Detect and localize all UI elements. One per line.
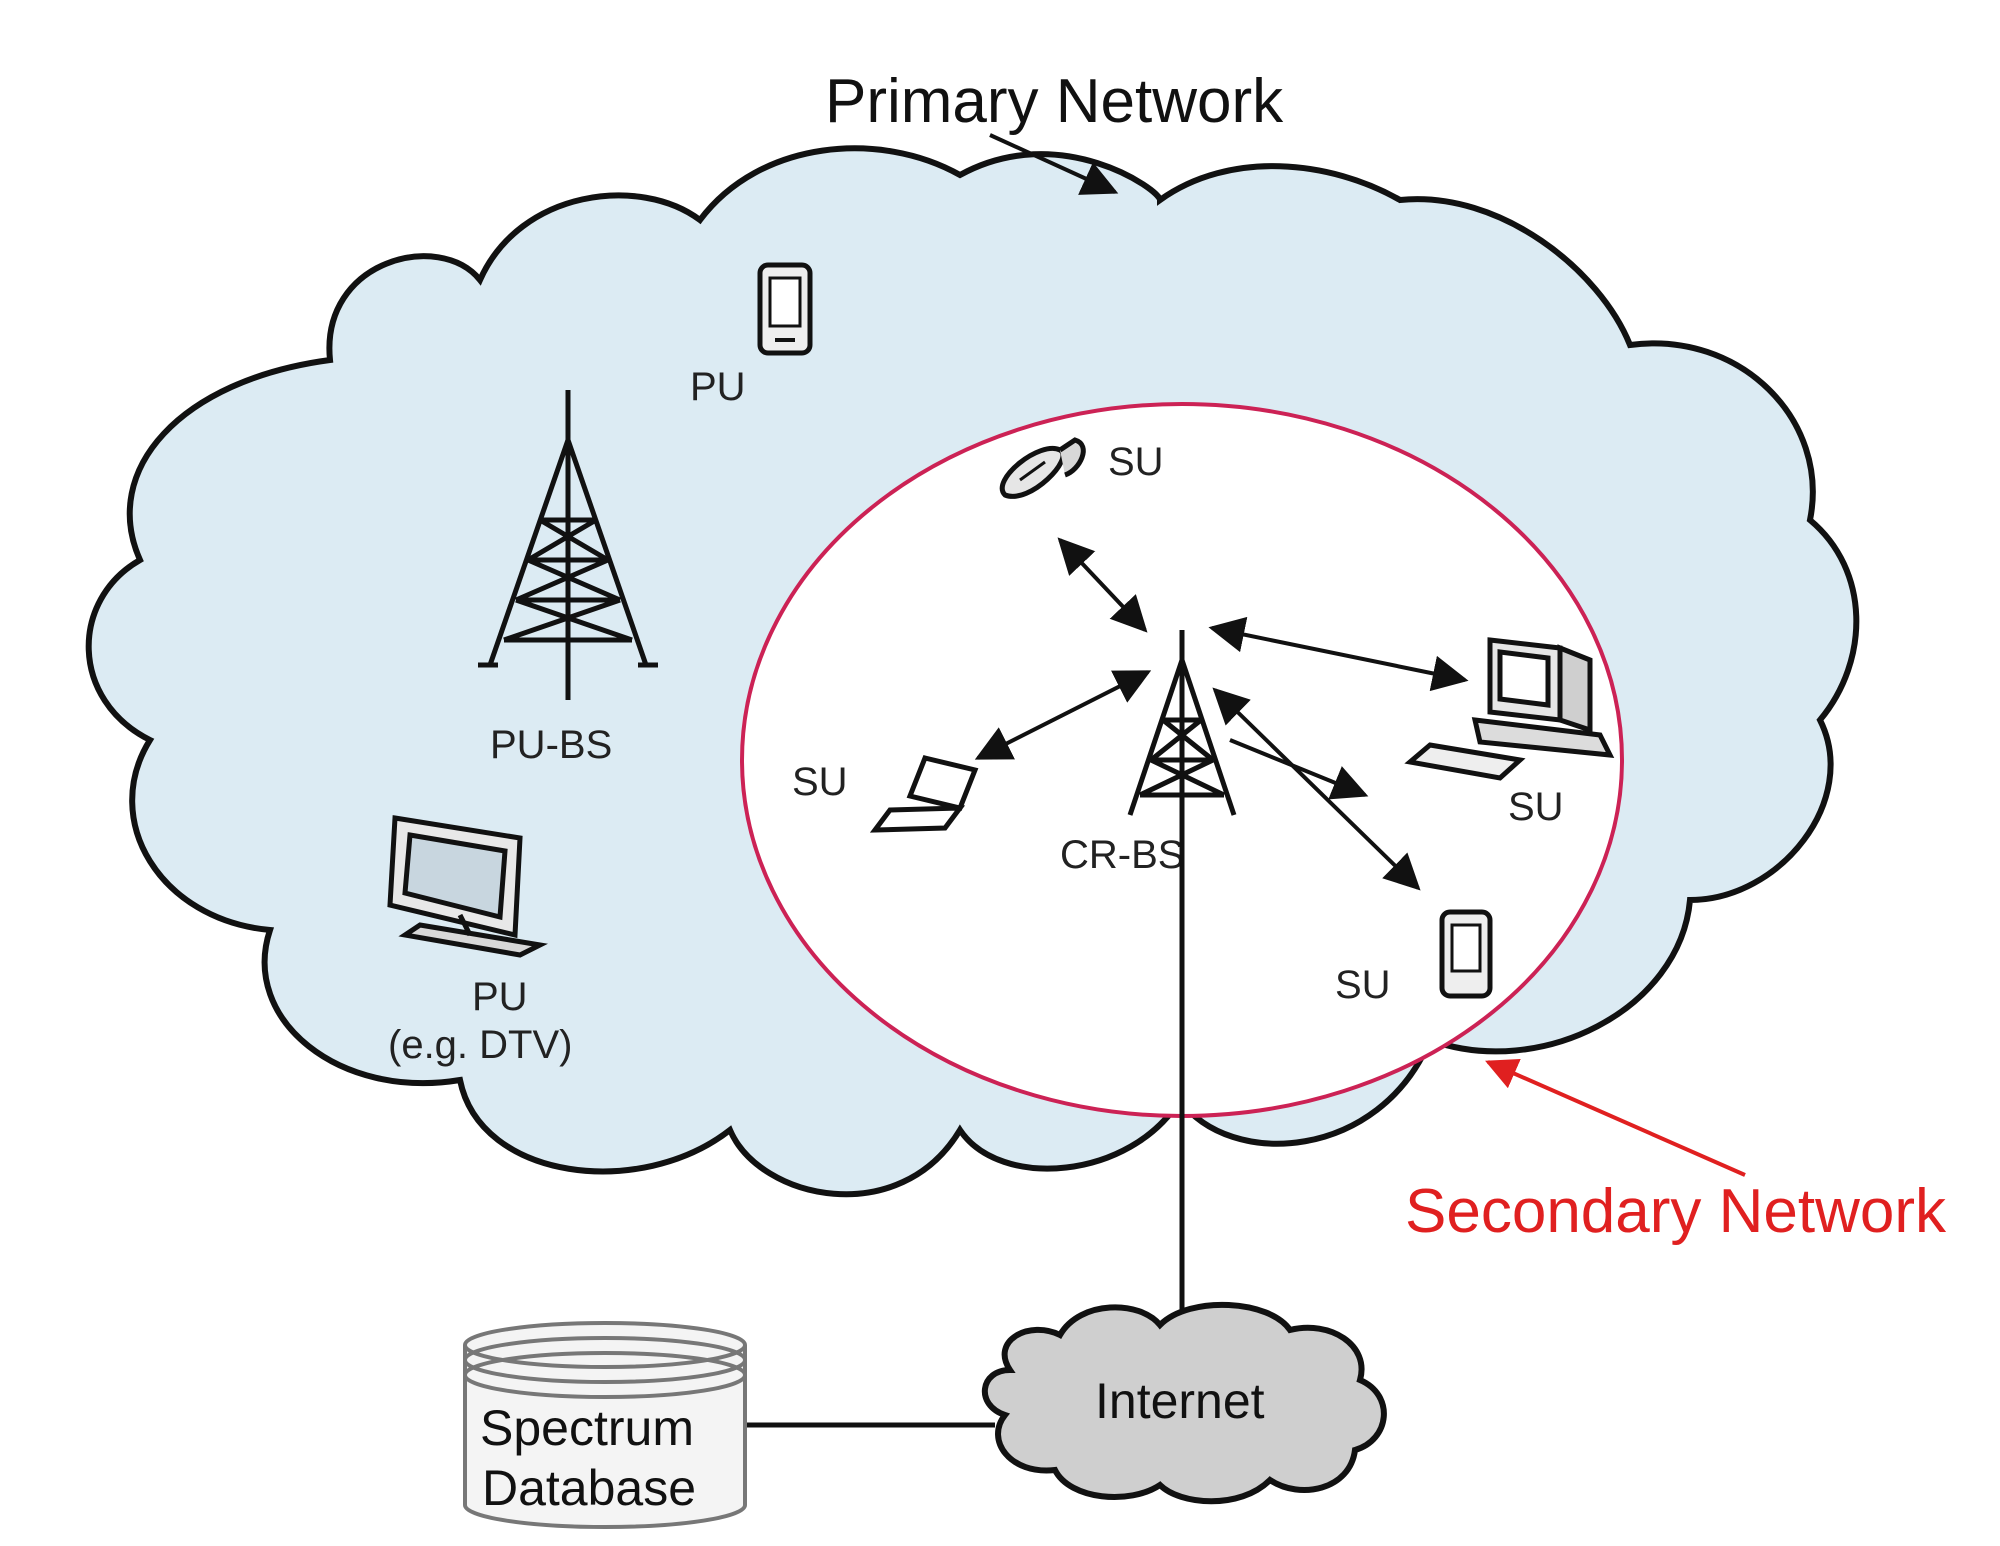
database-label-line2: Database xyxy=(482,1460,696,1516)
internet-label: Internet xyxy=(1095,1373,1265,1429)
link-phone xyxy=(1057,537,1148,633)
desktop-computer-icon xyxy=(1404,637,1615,781)
su-desktop-label: SU xyxy=(1508,785,1564,829)
laptop-icon xyxy=(869,755,979,833)
link-tablet-b xyxy=(1229,738,1369,800)
pu-bs-label: PU-BS xyxy=(490,723,612,767)
su-phone-label: SU xyxy=(1108,440,1164,484)
pu-dtv-label: PU xyxy=(472,975,528,1019)
database-label-line1: Spectrum xyxy=(480,1400,694,1456)
pu-dtv-sublabel: (e.g. DTV) xyxy=(388,1023,572,1067)
secondary-network-pointer xyxy=(1485,1058,1746,1177)
communication-links xyxy=(974,537,1469,891)
internet-cloud-icon xyxy=(982,1301,1387,1505)
primary-network-label: Primary Network xyxy=(825,67,1284,136)
pu-top-label: PU xyxy=(690,365,746,409)
database-icon xyxy=(463,1321,747,1529)
cr-bs-label: CR-BS xyxy=(1060,833,1184,877)
link-laptop xyxy=(974,670,1152,760)
tower-icon xyxy=(478,390,658,700)
su-laptop-label: SU xyxy=(792,760,848,804)
flip-phone-icon xyxy=(999,437,1086,499)
pda-icon xyxy=(1439,909,1493,999)
secondary-network-label: Secondary Network xyxy=(1405,1177,1947,1246)
pda-icon xyxy=(757,262,813,356)
link-desktop xyxy=(1208,616,1469,692)
primary-network-pointer xyxy=(989,133,1119,195)
tv-monitor-icon xyxy=(387,815,548,958)
su-tablet-label: SU xyxy=(1335,963,1391,1007)
link-tablet-a xyxy=(1212,687,1421,891)
